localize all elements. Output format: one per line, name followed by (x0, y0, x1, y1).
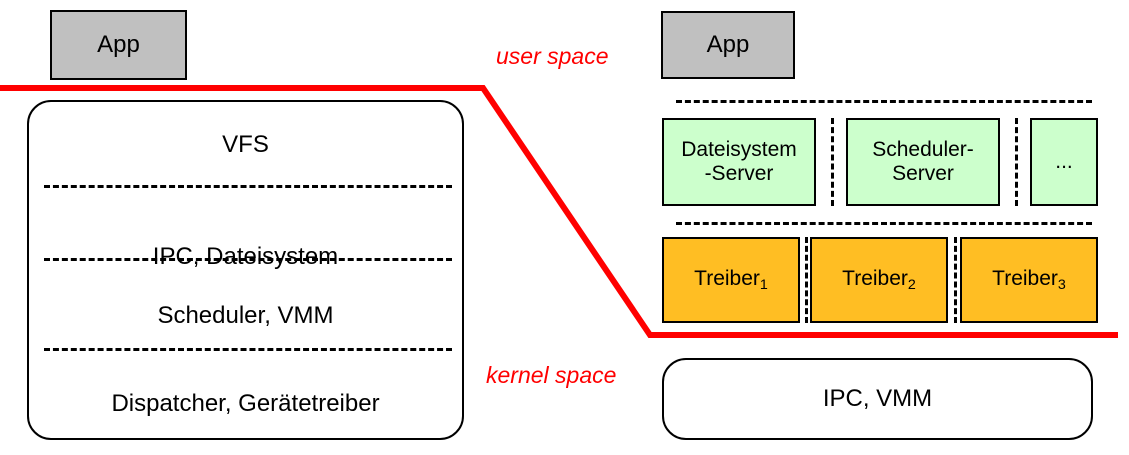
driver-label-3: Treiber3 (992, 266, 1066, 293)
server-driver-separator (676, 222, 1092, 225)
driver-label-1: Treiber1 (694, 266, 768, 293)
server-label-line2: Server (892, 162, 954, 185)
user-space-label: user space (496, 43, 609, 69)
server-box-dateisystem: Dateisystem -Server (662, 118, 816, 206)
right-app-label: App (706, 31, 750, 59)
kernel-layer-ipc-dateisystem: IPC, Dateisystem (152, 243, 339, 270)
kernel-layer-dispatcher-geraetetreiber: Dispatcher, Gerätetreiber (111, 390, 380, 417)
server-row-top-separator (676, 100, 1092, 103)
microkernel-box: IPC, VMM (662, 358, 1093, 440)
driver-box-2: Treiber2 (810, 237, 948, 323)
kernel-space-label: kernel space (486, 362, 617, 388)
server-separator-1 (831, 118, 834, 206)
server-label-line1: Dateisystem (681, 137, 797, 161)
driver-box-3: Treiber3 (960, 237, 1098, 323)
server-box-more: ... (1030, 118, 1098, 206)
left-app-label: App (97, 31, 140, 59)
server-label-ellipsis: ... (1055, 149, 1073, 173)
server-box-scheduler: Scheduler- Server (846, 118, 1000, 206)
kernel-layer-scheduler-vmm: Scheduler, VMM (157, 302, 334, 329)
driver-separator-1 (805, 237, 808, 323)
driver-label-2: Treiber2 (842, 266, 916, 293)
driver-separator-2 (954, 237, 957, 323)
server-separator-2 (1015, 118, 1018, 206)
microkernel-label: IPC, VMM (822, 385, 933, 413)
kernel-separator-2 (44, 258, 452, 261)
driver-box-1: Treiber1 (662, 237, 800, 323)
left-app-box: App (50, 10, 187, 80)
kernel-separator-1 (44, 185, 452, 188)
kernel-separator-3 (44, 348, 452, 351)
right-app-box: App (661, 11, 795, 79)
server-label-line1: Scheduler- (872, 137, 974, 161)
kernel-layer-vfs: VFS (222, 131, 269, 158)
server-label-line2: -Server (704, 162, 774, 185)
